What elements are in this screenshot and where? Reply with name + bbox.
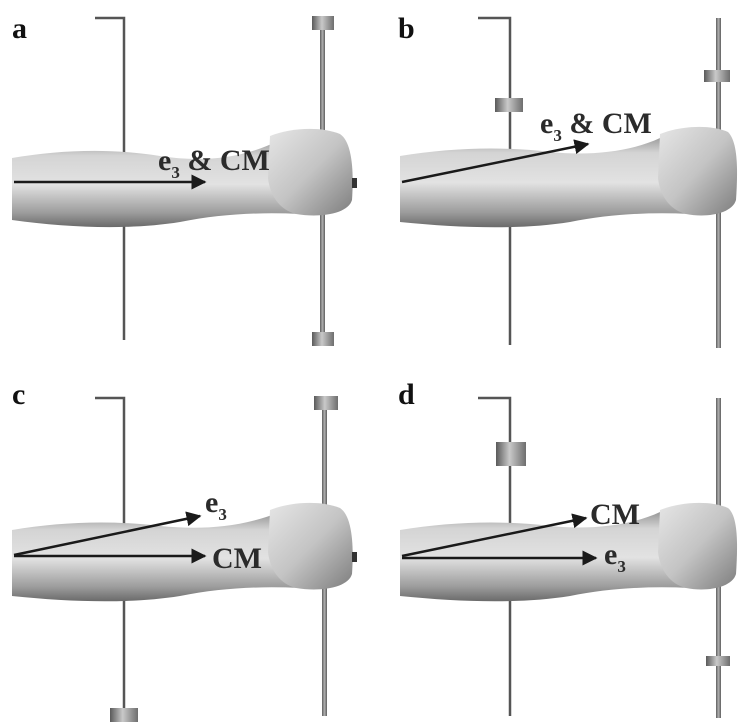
vector-arrow-cm xyxy=(401,513,588,558)
vector-label-cm: CM xyxy=(212,542,262,575)
panel-a: a e3 & CM xyxy=(12,12,357,346)
vector-label-e3: e3 xyxy=(604,538,626,576)
fist xyxy=(268,502,353,590)
panel-letter: c xyxy=(12,378,25,411)
weight-bottom xyxy=(312,332,334,346)
support-rod-left xyxy=(95,396,126,712)
forearm xyxy=(12,132,300,228)
vector-arrow-e3-cm xyxy=(401,139,590,184)
support-rod-left xyxy=(95,16,126,340)
forearm xyxy=(400,504,690,602)
panel-letter: a xyxy=(12,12,27,45)
weight-right xyxy=(704,70,730,82)
support-rod-left xyxy=(478,396,512,716)
weight-right xyxy=(706,656,730,666)
forearm xyxy=(400,128,690,228)
panel-letter: b xyxy=(398,12,415,45)
vector-label-e3-cm: e3 & CM xyxy=(158,144,270,182)
forearm xyxy=(12,506,300,602)
thumb-tip xyxy=(352,178,357,188)
fist xyxy=(658,502,738,590)
weight-left xyxy=(495,98,523,112)
support-rod-left xyxy=(478,16,512,345)
panel-d: d CM e3 xyxy=(398,378,738,718)
weight-bottom xyxy=(110,708,138,722)
vector-label-e3: e3 xyxy=(205,486,227,524)
fist xyxy=(658,126,738,216)
panel-b: b e3 & CM xyxy=(398,12,738,348)
weight-top xyxy=(312,16,334,30)
vector-label-cm: CM xyxy=(590,498,640,531)
panel-c: c e3 CM xyxy=(12,378,357,722)
vector-label-e3-cm: e3 & CM xyxy=(540,107,652,145)
thumb-tip xyxy=(352,552,357,562)
weight-top xyxy=(314,396,338,410)
panel-letter: d xyxy=(398,378,415,411)
vector-arrow-e3 xyxy=(13,511,202,557)
weight-left xyxy=(496,442,526,466)
fist xyxy=(268,128,353,216)
